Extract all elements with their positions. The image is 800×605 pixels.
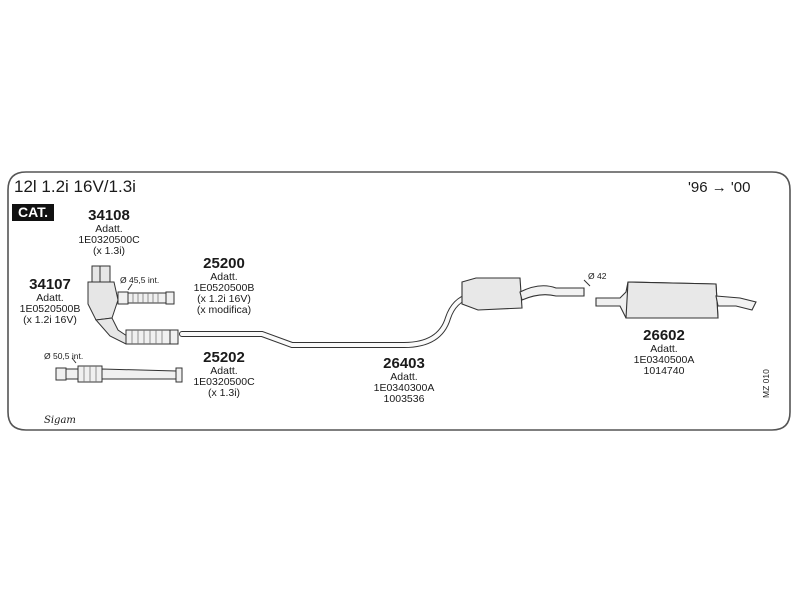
- part-note: (x modifica): [196, 303, 252, 316]
- cat-badge: CAT.: [12, 204, 55, 221]
- part-note: (x 1.3i): [92, 244, 126, 257]
- diameter-callout: Ø 42: [588, 271, 607, 281]
- middle-silencer-shape: [461, 277, 585, 311]
- part-note: Adatt.: [390, 370, 418, 383]
- adapter-pipe-25202-shape: [55, 365, 183, 383]
- adapter-pipe-25200-shape: [117, 291, 175, 305]
- part-code: 25200: [203, 255, 245, 272]
- dimension-leader-lines: [71, 279, 591, 364]
- front-flex-shape: [125, 329, 179, 345]
- part-note: Adatt.: [210, 364, 238, 377]
- part-label-26602: 26602 Adatt. 1E0340500A 1014740: [616, 328, 712, 377]
- part-code: 25202: [203, 349, 245, 366]
- part-note: Adatt.: [95, 222, 123, 235]
- part-code: 26602: [643, 327, 685, 344]
- part-note: (x 1.3i): [207, 386, 241, 399]
- part-note: 1E0340500A: [633, 353, 695, 366]
- part-label-26403: 26403 Adatt. 1E0340300A 1003536: [356, 356, 452, 405]
- part-label-34107: 34107 Adatt. 1E0520500B (x 1.2i 16V): [8, 277, 92, 326]
- diameter-callout: Ø 50,5 int.: [44, 351, 84, 361]
- vehicle-model-title: 12l 1.2i 16V/1.3i: [14, 177, 136, 196]
- part-code: 26403: [383, 355, 425, 372]
- part-note: (x 1.2i 16V): [23, 313, 77, 326]
- part-note: 1E0520500B: [19, 302, 81, 315]
- part-note: Adatt.: [650, 342, 678, 355]
- catalytic-converter-shape: [87, 265, 131, 345]
- part-code: 34107: [29, 276, 71, 293]
- diagram-reference: MZ 010: [761, 369, 771, 398]
- brand-logo: Sigam: [44, 415, 76, 426]
- part-note: 1014740: [643, 364, 685, 377]
- part-note: 1003536: [383, 392, 425, 405]
- part-note: 1E0340300A: [373, 381, 435, 394]
- part-note: 1E0520500B: [193, 281, 255, 294]
- part-note: (x 1.2i 16V): [197, 292, 251, 305]
- diameter-callout: Ø 45,5 int.: [120, 275, 160, 285]
- part-note: 1E0320500C: [78, 233, 140, 246]
- part-code: 34108: [88, 207, 130, 224]
- part-label-25200: 25200 Adatt. 1E0520500B (x 1.2i 16V) (x …: [178, 256, 270, 316]
- part-label-34108: 34108 Adatt. 1E0320500C (x 1.3i): [62, 208, 156, 257]
- model-years: '96 → '00: [688, 179, 751, 196]
- part-note: 1E0320500C: [193, 375, 255, 388]
- part-note: Adatt.: [36, 291, 64, 304]
- part-label-25202: 25202 Adatt. 1E0320500C (x 1.3i): [178, 350, 270, 399]
- part-note: Adatt.: [210, 270, 238, 283]
- rear-silencer-shape: [595, 281, 757, 319]
- diagram-frame: [7, 171, 791, 431]
